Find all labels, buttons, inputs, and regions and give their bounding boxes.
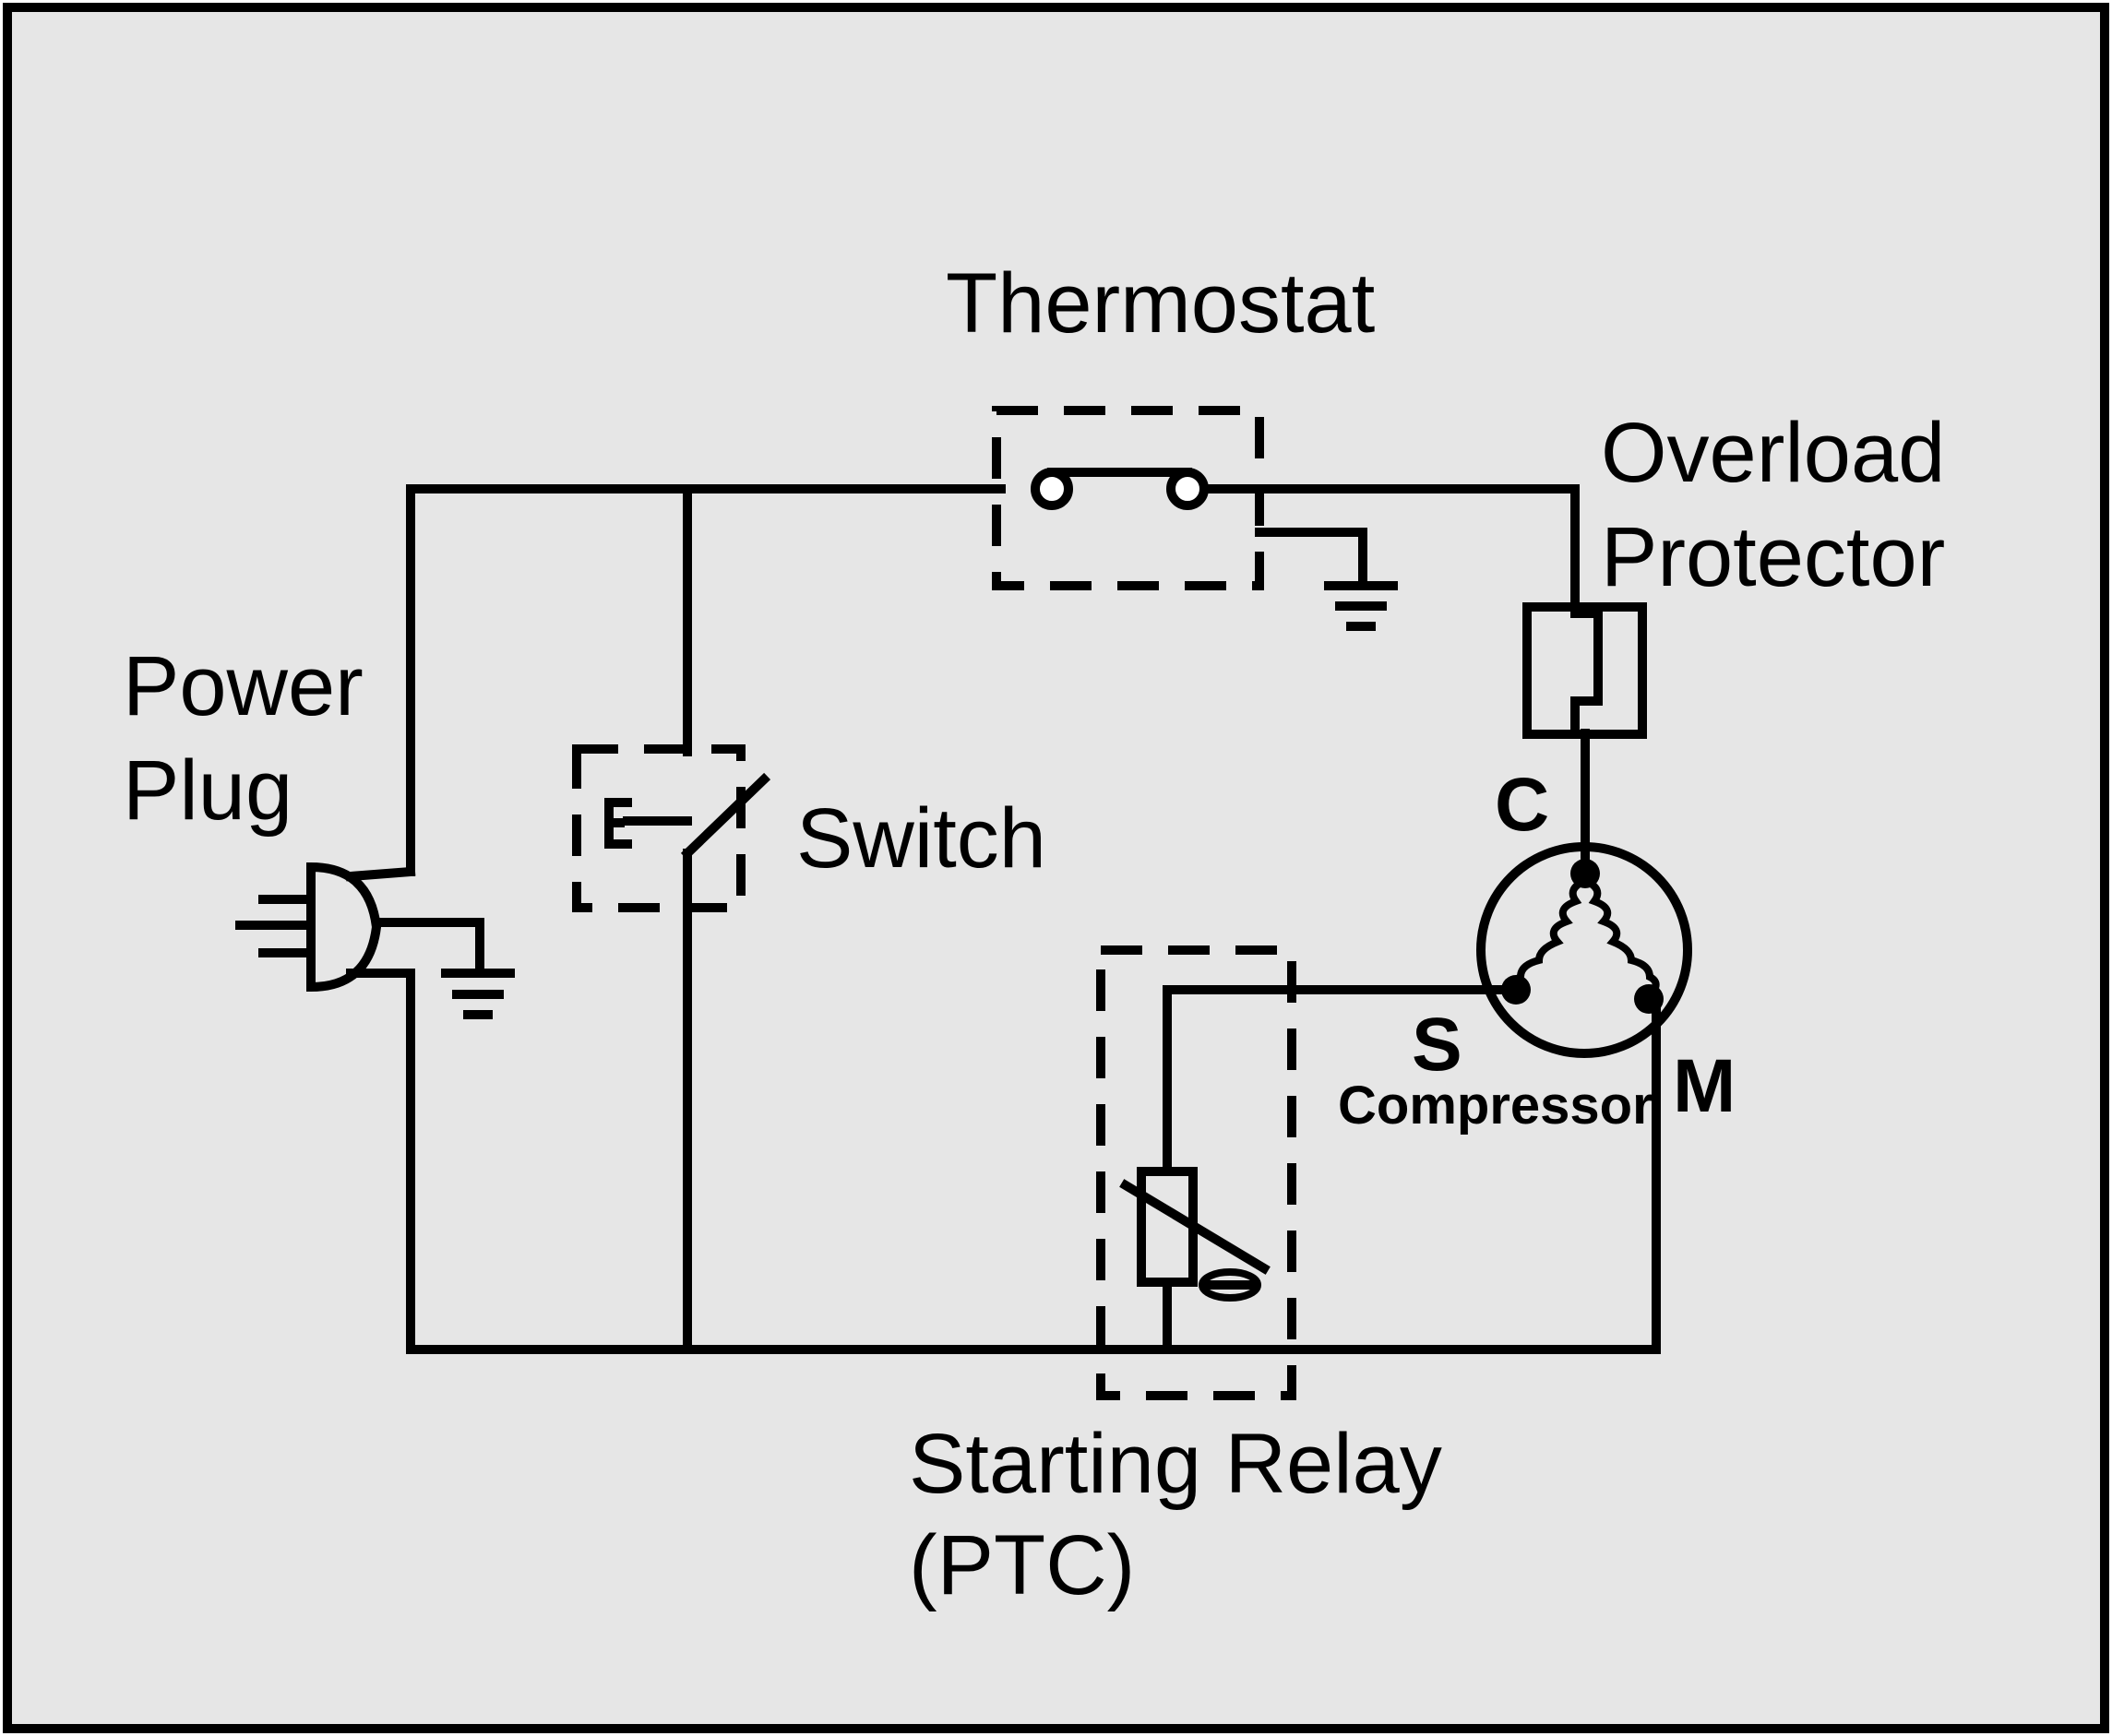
overload-protector-symbol bbox=[1522, 602, 1647, 739]
terminal-s-label: S bbox=[1412, 1003, 1462, 1087]
terminal-m-label: M bbox=[1673, 1044, 1736, 1128]
switch-symbol bbox=[572, 744, 771, 912]
terminal-c-label: C bbox=[1495, 763, 1549, 847]
starting-relay-symbol bbox=[1096, 945, 1296, 1400]
compressor-symbol bbox=[1476, 842, 1692, 1058]
power-plug-label-line1: Power bbox=[123, 639, 364, 733]
switch-label: Switch bbox=[796, 791, 1046, 886]
power-plug-label-line2: Plug bbox=[123, 743, 292, 838]
overload-label-line1: Overload bbox=[1601, 406, 1945, 500]
compressor-label: Compressor bbox=[1338, 1076, 1653, 1136]
thermostat-symbol bbox=[992, 406, 1398, 631]
starting-relay-label-line2: (PTC) bbox=[909, 1518, 1135, 1612]
power-plug-symbol bbox=[235, 862, 515, 1019]
thermostat-label: Thermostat bbox=[946, 256, 1375, 351]
starting-relay-label-line1: Starting Relay bbox=[909, 1417, 1442, 1511]
diagram-frame bbox=[3, 3, 2109, 1733]
overload-label-line2: Protector bbox=[1601, 510, 1945, 604]
